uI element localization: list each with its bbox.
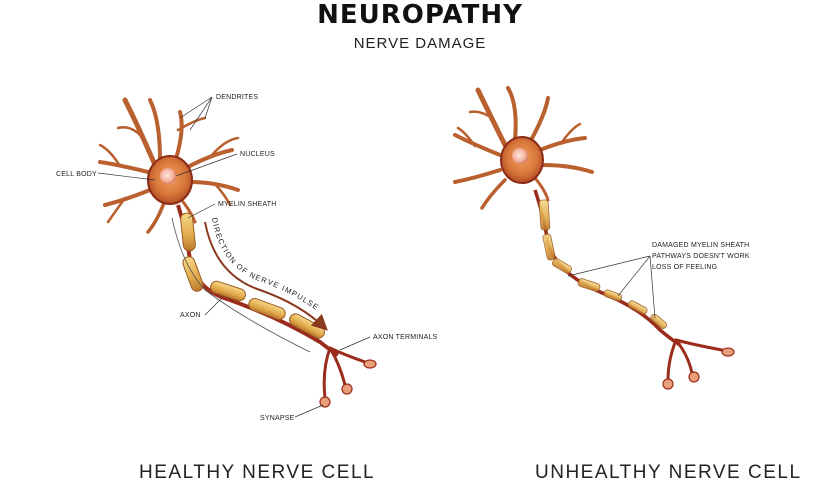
page-subtitle: NERVE DAMAGE <box>353 35 487 52</box>
label-axon-terminals: AXON TERMINALS <box>373 334 438 341</box>
caption-unhealthy: UNHEALTHY NERVE CELL <box>535 462 802 483</box>
healthy-terminal-buttons <box>319 359 377 408</box>
label-damaged-line-1: DAMAGED MYELIN SHEATH <box>652 242 749 249</box>
caption-healthy: HEALTHY NERVE CELL <box>139 462 376 483</box>
unhealthy-neuron: DAMAGED MYELIN SHEATH PATHWAYS DOESN'T W… <box>453 86 750 390</box>
page-title: NEUROPATHY <box>317 0 523 30</box>
label-myelin-sheath: MYELIN SHEATH <box>218 201 276 208</box>
healthy-nucleus <box>160 168 176 184</box>
impulse-arrow <box>204 221 328 331</box>
healthy-neuron: DIRECTION OF NERVE IMPULSE DENDRITES NUC… <box>56 94 438 422</box>
unhealthy-nucleus <box>512 148 528 164</box>
label-cell-body: CELL BODY <box>56 171 97 178</box>
healthy-dendrites <box>98 97 240 234</box>
healthy-leader-lines <box>97 96 371 418</box>
label-damaged-line-3: LOSS OF FEELING <box>652 264 717 271</box>
label-damaged-line-2: PATHWAYS DOESN'T WORK <box>652 253 750 260</box>
axon-bracket <box>171 217 311 353</box>
unhealthy-axon <box>533 189 681 347</box>
unhealthy-damaged-myelin <box>538 199 667 330</box>
unhealthy-axon-terminals <box>666 338 724 382</box>
label-dendrites: DENDRITES <box>216 94 258 101</box>
unhealthy-terminal-buttons <box>662 347 735 390</box>
label-synapse: SYNAPSE <box>260 415 295 422</box>
label-nucleus: NUCLEUS <box>240 151 275 158</box>
healthy-axon-terminals <box>322 346 367 400</box>
label-axon: AXON <box>180 312 201 319</box>
unhealthy-leader-lines <box>567 255 656 319</box>
unhealthy-dendrites <box>453 86 594 210</box>
